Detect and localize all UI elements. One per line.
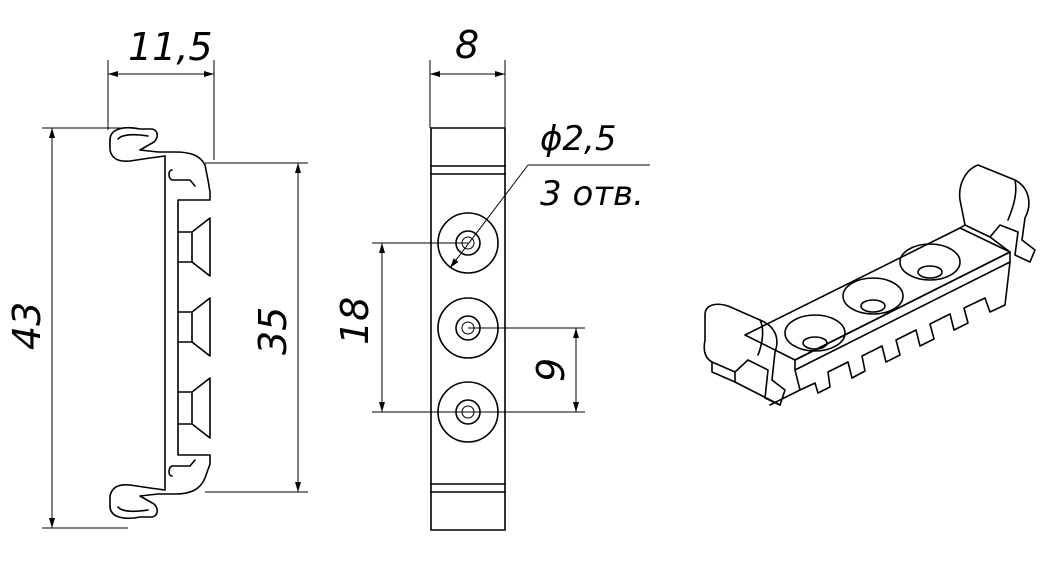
side-view: 11,5 43 35 (5, 25, 308, 529)
front-width-dim: 8 (455, 23, 479, 67)
hole-count-label: 3 отв. (540, 174, 644, 214)
side-inner-height-dim: 35 (251, 307, 295, 355)
hole-pitch-total-dim: 18 (333, 297, 377, 345)
isometric-view (703, 164, 1036, 406)
front-view: 8 ϕ2,5 3 отв. 18 (333, 23, 650, 531)
hole-pitch-dim: 9 (529, 358, 573, 382)
hole-diameter-label: ϕ2,5 (540, 119, 617, 159)
side-total-height-dim: 43 (5, 302, 49, 350)
side-width-dim: 11,5 (128, 25, 213, 69)
din-rail-clip-3d-icon (703, 164, 1036, 406)
